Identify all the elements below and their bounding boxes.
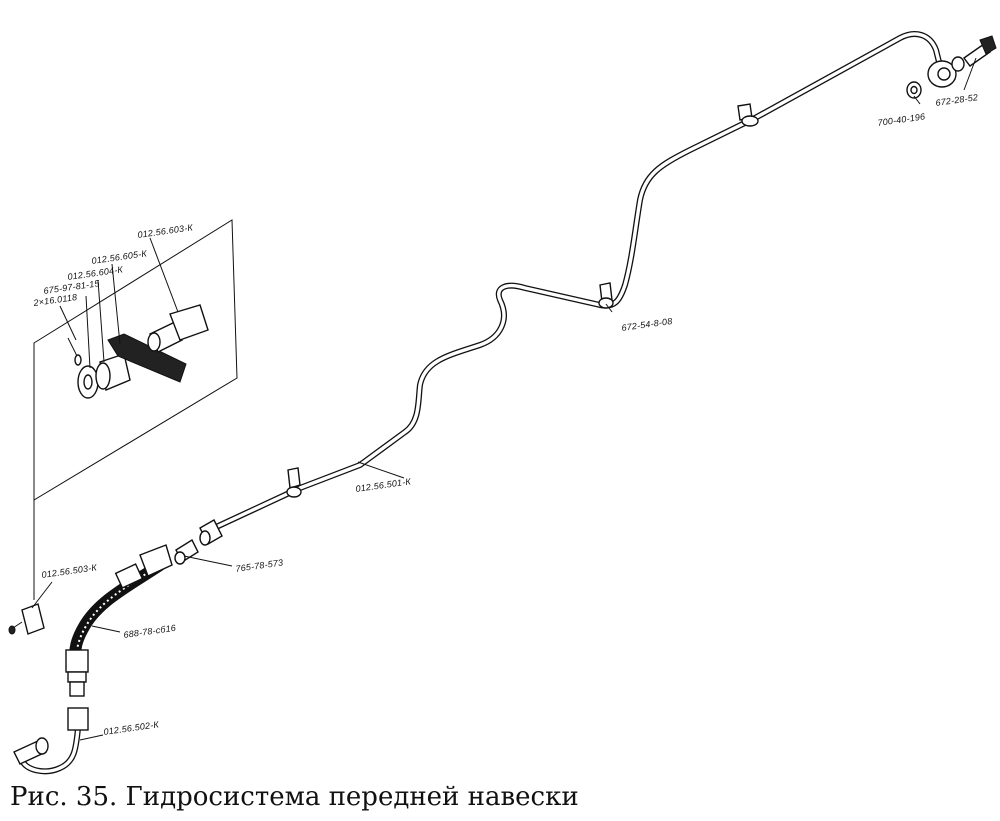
detail-inset <box>33 219 238 600</box>
plate-bar <box>107 333 187 383</box>
lower-pipe <box>13 707 89 775</box>
flexible-hose <box>65 544 173 697</box>
banjo-fitting <box>927 60 957 88</box>
pipe-clip <box>598 282 614 309</box>
fitting-012-56-503 <box>8 603 45 635</box>
label-012-56-501: 012.56.501-К <box>355 476 412 494</box>
label-688-78-cb16: 688-78-сб16 <box>123 623 177 640</box>
castle-nut <box>77 365 99 399</box>
banjo-bolt <box>963 35 997 67</box>
label-672-54-8-08: 672-54-8-08 <box>621 316 673 333</box>
label-700-40-196: 700-40-196 <box>877 111 926 128</box>
label-012-56-603: 012.56.603-К <box>137 222 194 240</box>
main-pipe <box>211 31 943 531</box>
washer-672-28-52 <box>951 56 965 72</box>
part-labels: 700-40-196 672-28-52 672-54-8-08 012.56.… <box>32 92 979 737</box>
union-nut <box>199 519 223 546</box>
bushing <box>95 353 131 391</box>
pipe-clip <box>286 467 302 498</box>
washer-700-40-196 <box>906 81 922 99</box>
label-2x16-0118: 2×16.0118 <box>32 292 78 308</box>
label-672-28-52: 672-28-52 <box>935 92 979 108</box>
figure-caption: Рис. 35. Гидросистема передней навески <box>10 782 579 812</box>
label-012-56-503: 012.56.503-К <box>41 562 98 580</box>
label-765-78-573: 765-78-573 <box>235 557 284 574</box>
pipe-clip <box>737 103 759 127</box>
label-012-56-605: 012.56.605-К <box>91 248 148 266</box>
pivot-pin <box>147 304 209 353</box>
adapter-765-78-573 <box>174 538 199 565</box>
label-012-56-502: 012.56.502-К <box>103 719 160 737</box>
cotter-pin <box>67 337 82 366</box>
leader-lines <box>31 57 977 741</box>
